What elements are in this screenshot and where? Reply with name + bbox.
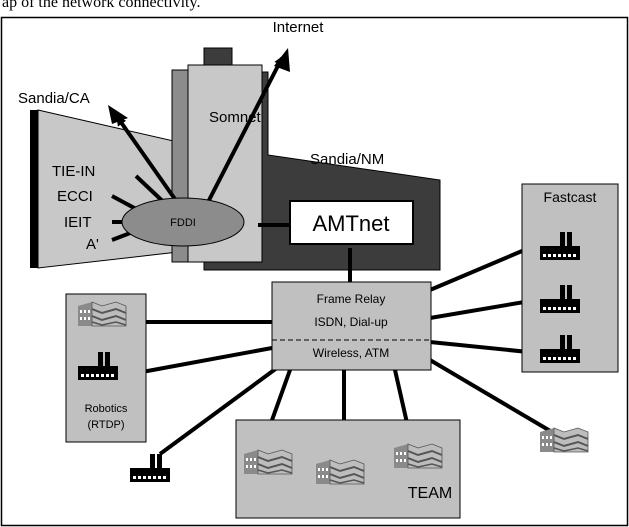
- diagram-frame: [0, 16, 629, 527]
- sandia-ca-panel: [30, 109, 179, 269]
- somnet-label: Somnet: [209, 109, 262, 126]
- fddi-ring: [121, 197, 245, 247]
- sandia-nm-label: Sandia/NM: [310, 151, 384, 168]
- team-warehouse-icon-1: [243, 449, 293, 475]
- robotics-warehouse-icon: [77, 301, 127, 327]
- frame-relay-label: Frame Relay: [317, 292, 386, 306]
- amtnet-box: [289, 200, 414, 245]
- arrow-heads: [108, 48, 290, 124]
- ieit-label: IEIT: [64, 214, 92, 231]
- team-warehouse-icon-2: [315, 459, 365, 485]
- fddi-label: FDDI: [170, 217, 196, 229]
- sandia-ca-label: Sandia/CA: [18, 90, 90, 107]
- ecci-label: ECCI: [57, 188, 93, 205]
- figure-caption: ap of the network connectivity.: [2, 0, 201, 11]
- robotics-label: Robotics: [85, 403, 128, 415]
- frame-relay-box: [271, 281, 432, 371]
- amtnet-label: AMTnet: [312, 211, 389, 236]
- tie-in-label: TIE-IN: [52, 163, 95, 180]
- team-label: TEAM: [408, 485, 452, 502]
- internet-label: Internet: [273, 19, 325, 36]
- wireless-label: Wireless, ATM: [313, 346, 389, 360]
- rtdp-label: (RTDP): [87, 419, 124, 431]
- a-prime-label: A': [86, 236, 99, 253]
- fastcast-label: Fastcast: [544, 189, 597, 205]
- standalone-warehouse-icon: [539, 427, 589, 453]
- isdn-label: ISDN, Dial-up: [314, 315, 388, 329]
- standalone-factory-icon: [130, 454, 170, 482]
- team-warehouse-icon-3: [393, 443, 443, 469]
